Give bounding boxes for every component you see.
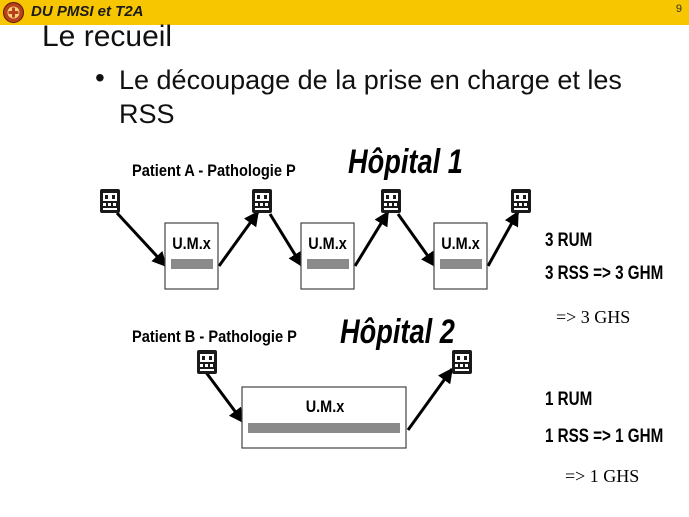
unit-label: U.M.x	[306, 398, 345, 416]
patient-b-label: Patient B - Pathologie P	[132, 327, 297, 346]
unit-label: U.M.x	[441, 235, 480, 253]
rum-count-b: 1 RUM	[545, 389, 593, 410]
patient-icon	[511, 189, 531, 213]
ghs-b: => 1 GHS	[565, 466, 640, 486]
hospital-logo-icon	[3, 2, 24, 23]
patient-icon	[452, 350, 472, 374]
hospital-2-label: Hôpital 2	[340, 313, 455, 351]
stay-duration-bar	[307, 259, 349, 269]
scenario-a-unit-1: U.M.x	[164, 222, 219, 290]
unit-label: U.M.x	[308, 235, 347, 253]
patient-icon	[252, 189, 272, 213]
stay-duration-bar	[248, 423, 400, 433]
unit-label: U.M.x	[172, 235, 211, 253]
scenario-b-patient-icons	[197, 350, 472, 374]
patient-icon	[100, 189, 120, 213]
bullet-text: Le découpage de la prise en charge et le…	[119, 65, 622, 129]
stay-duration-bar	[440, 259, 482, 269]
scenario-b-arrows	[203, 367, 454, 431]
scenario-b-unit-1: U.M.x	[241, 386, 407, 449]
patient-icon	[197, 350, 217, 374]
rum-count-a: 3 RUM	[545, 230, 593, 251]
scenario-a-unit-3: U.M.x	[433, 222, 488, 290]
stay-duration-bar	[171, 259, 213, 269]
rss-ghm-a: 3 RSS => 3 GHM	[545, 263, 664, 284]
bullet-marker: •	[95, 62, 105, 93]
rss-ghm-b: 1 RSS => 1 GHM	[545, 426, 664, 447]
scenario-a-arrows	[115, 210, 520, 268]
patient-icon	[381, 189, 401, 213]
header-title: DU PMSI et T2A	[31, 3, 144, 20]
scenario-a-unit-2: U.M.x	[300, 222, 355, 290]
page-number: 9	[675, 3, 682, 15]
scenario-a-patient-icons	[100, 189, 531, 213]
hospital-1-label: Hôpital 1	[348, 143, 463, 181]
patient-a-label: Patient A - Pathologie P	[132, 161, 296, 180]
header-bar: DU PMSI et T2A 9	[0, 0, 689, 25]
ghs-a: => 3 GHS	[556, 307, 631, 327]
slide-title: Le recueil	[42, 20, 173, 53]
